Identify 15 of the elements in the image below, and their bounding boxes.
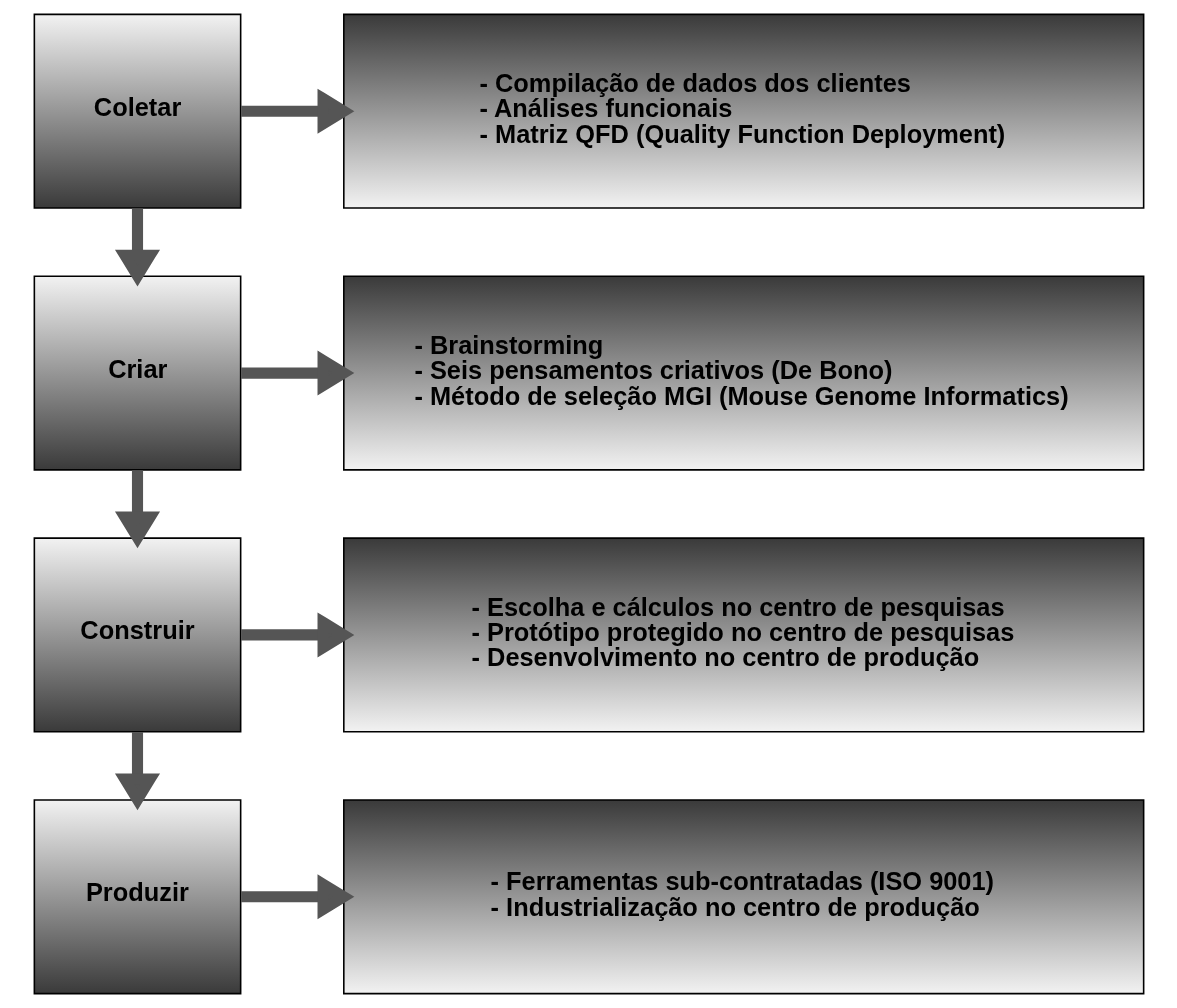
- node-box: Produzir: [33, 799, 241, 995]
- arrow: [240, 350, 354, 396]
- arrow: [240, 88, 354, 134]
- arrow: [114, 470, 160, 549]
- node-box: Coletar: [33, 13, 241, 209]
- node-box: - Brainstorming - Seis pensamentos criativos (De Bono) - Método de seleção MGI (Mouse Genome Informatics): [342, 275, 1144, 471]
- arrow: [114, 208, 160, 287]
- node-box: - Ferramentas sub-contratadas (ISO 9001) - Industrialização no centro de produção: [342, 799, 1144, 995]
- arrow: [240, 874, 354, 920]
- arrow: [114, 732, 160, 811]
- node-box: Construir: [33, 537, 241, 733]
- node-box: - Escolha e cálculos no centro de pesquisas - Protótipo protegido no centro de pesquisas - Desenvolvimento no centro de produção: [342, 537, 1144, 733]
- node-box: Criar: [33, 275, 241, 471]
- node-box: - Compilação de dados dos clientes - Análises funcionais - Matriz QFD (Quality Function Deployment): [342, 13, 1144, 209]
- arrow: [240, 612, 354, 658]
